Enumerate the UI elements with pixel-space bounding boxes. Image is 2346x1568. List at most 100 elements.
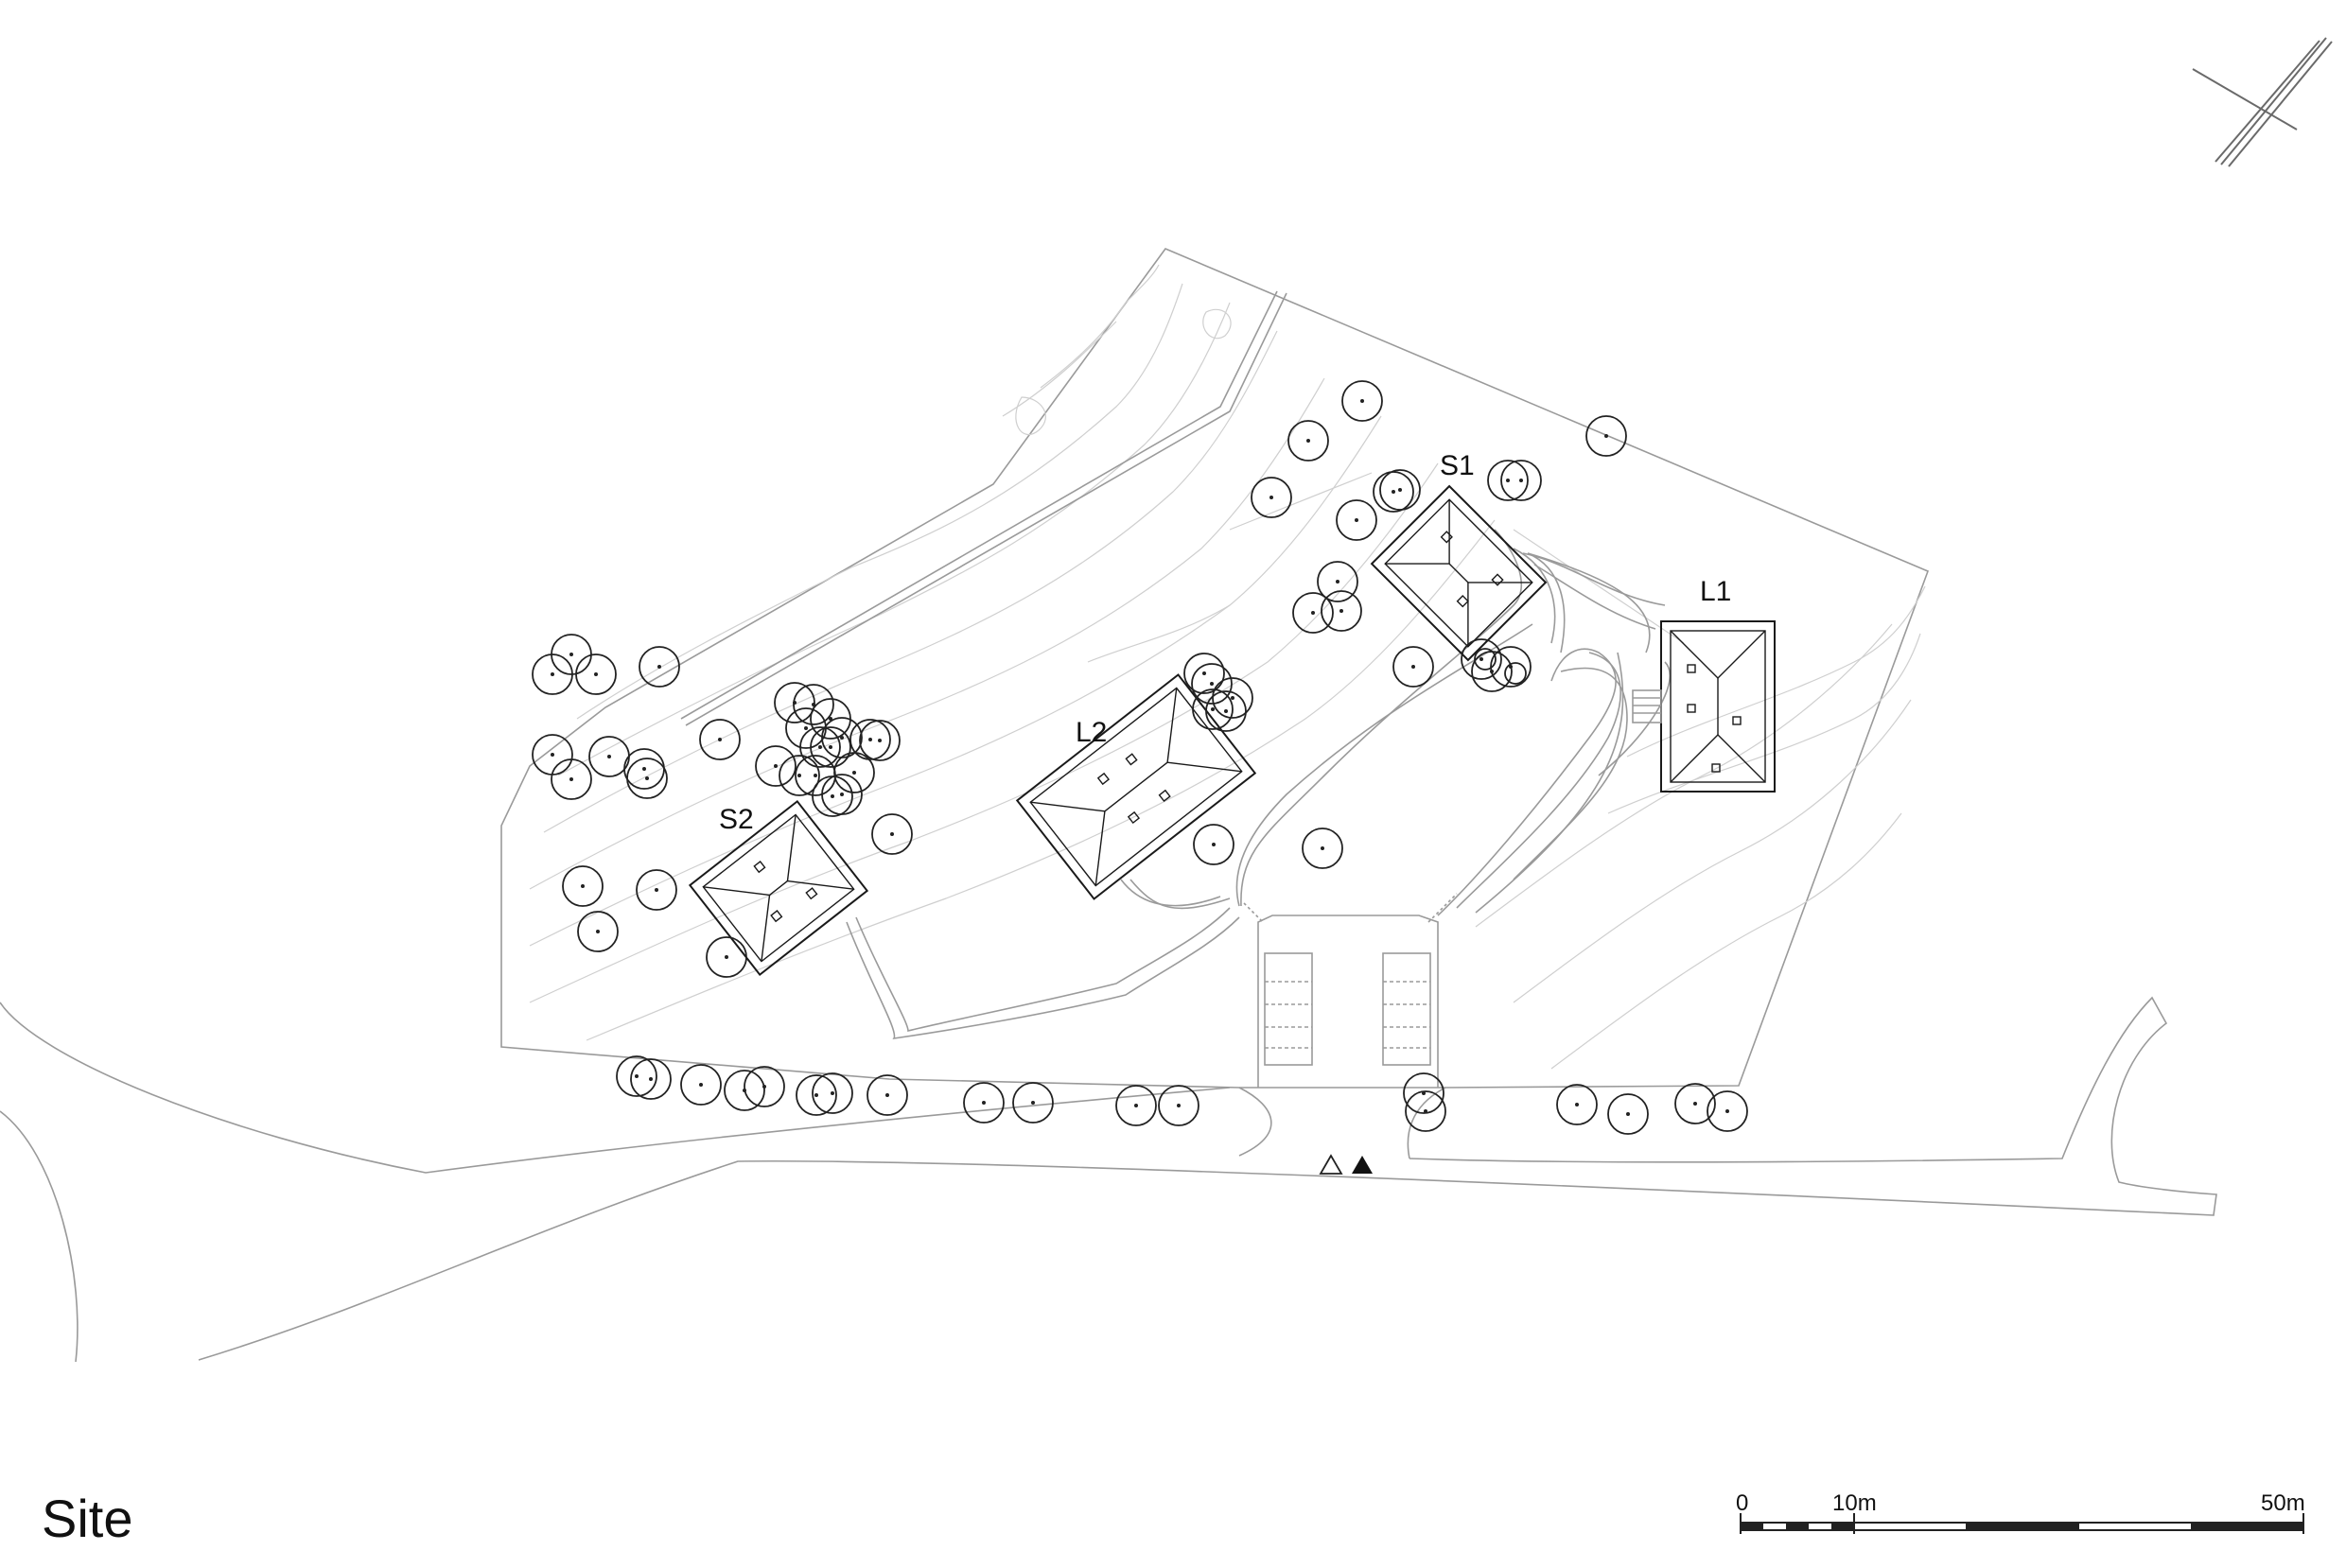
tree-canopy [1158,1085,1199,1126]
building-s1[interactable] [1370,484,1548,662]
tree-trunk-dot [1202,671,1206,675]
building-l1[interactable] [1632,620,1776,793]
tree-trunk-dot [645,776,649,780]
tree-trunk-dot [1398,488,1402,492]
tree-trunk-dot [1210,682,1214,686]
tree-trunk-dot [1424,1109,1427,1113]
building-s2[interactable] [688,799,869,977]
tree-trunk-dot [878,739,882,742]
tree-canopy [1341,380,1383,422]
tree-trunk-dot [762,1085,766,1089]
tree-canopy [1490,646,1532,688]
tree-trunk-dot [1231,696,1234,700]
tree-trunk-dot [1490,670,1494,673]
tree-trunk-dot [649,1077,653,1081]
tree-canopy [793,684,834,725]
tree-canopy [812,775,853,817]
tree-canopy [1405,1090,1446,1132]
tree-canopy [1403,1072,1444,1114]
label-l1: L1 [1700,576,1731,607]
tree-canopy [639,646,680,688]
tree-canopy [1556,1084,1598,1125]
tree-trunk-dot [1311,611,1315,615]
tree-canopy [551,758,592,800]
tree-trunk-dot [1269,496,1273,499]
scale-label-0: 0 [1736,1490,1748,1516]
tree-canopy [1191,663,1233,705]
tree-canopy [562,865,604,907]
tree-canopy [859,720,901,761]
entrance-triangle-filled-icon [1352,1156,1373,1174]
building-l2[interactable] [1015,673,1257,900]
tree-trunk-dot [831,1091,834,1095]
tree-trunk-dot [814,1093,818,1097]
tree-trunk-dot [1336,580,1339,584]
tree-trunk-dot [831,794,834,798]
tree-trunk-dot [657,665,661,669]
tree-trunk-dot [596,930,600,933]
tree-canopy [1251,477,1292,518]
tree-trunk-dot [1306,439,1310,443]
north-arrow-icon [2192,37,2333,167]
tree-canopy [1192,688,1234,730]
tree-trunk-dot [1134,1104,1138,1107]
tree-canopy [626,758,668,799]
tree-canopy [1115,1085,1157,1126]
tree-trunk-dot [581,884,585,888]
small-tree-canopy [1504,662,1527,685]
tree-canopy [810,726,851,768]
tree-canopy [616,1055,657,1097]
tree-canopy [1707,1090,1748,1132]
tree-canopy [1500,460,1542,501]
tree-canopy [779,755,820,796]
tree-trunk-dot [818,745,822,749]
tree-trunk-dot [551,753,554,757]
small-tree-canopy [1474,648,1497,671]
tree-trunk-dot [797,774,801,777]
tree-trunk-dot [885,1093,889,1097]
tree-canopy [577,911,619,952]
tree-trunk-dot [718,738,722,741]
parking-stalls [1243,893,1458,1066]
tree-canopy [755,745,797,787]
tree-trunk-dot [1360,399,1364,403]
tree-canopy [849,719,891,760]
tree-canopy [1461,638,1502,680]
public-road [0,996,2217,1363]
tree-trunk-dot [1519,479,1523,482]
tree-canopy [699,719,741,760]
tree-canopy [1012,1082,1054,1124]
tree-trunk-dot [890,832,894,836]
tree-trunk-dot [774,764,778,768]
tree-trunk-dot [1224,709,1228,713]
internal-driveway [846,529,1671,1088]
tree-trunk-dot [607,755,611,758]
tree-canopy [1193,824,1234,865]
label-s2: S2 [719,804,754,835]
tree-canopy [1183,653,1225,694]
tree-canopy [706,936,747,978]
tree-canopy [1212,677,1253,719]
scale-label-50: 50m [2261,1490,2305,1516]
tree-trunk-dot [1411,665,1415,669]
tree-canopy [796,1074,837,1116]
tree-trunk-dot [551,672,554,676]
tree-trunk-dot [1575,1103,1579,1106]
tree-trunk-dot [569,777,573,781]
trees [532,380,1748,1135]
tree-canopy [1287,420,1329,462]
terrain-contours [529,264,1926,1070]
tree-canopy [636,869,677,911]
scale-label-10: 10m [1832,1490,1877,1516]
site-boundary [500,248,1930,1089]
tree-trunk-dot [725,955,728,959]
tree-trunk-dot [1339,609,1343,613]
tree-canopy [1205,690,1247,732]
tree-trunk-dot [1392,490,1395,494]
tree-canopy [1487,460,1529,501]
tree-canopy [1336,499,1377,541]
tree-trunk-dot [1626,1112,1630,1116]
tree-trunk-dot [982,1101,986,1105]
tree-trunk-dot [1177,1104,1181,1107]
